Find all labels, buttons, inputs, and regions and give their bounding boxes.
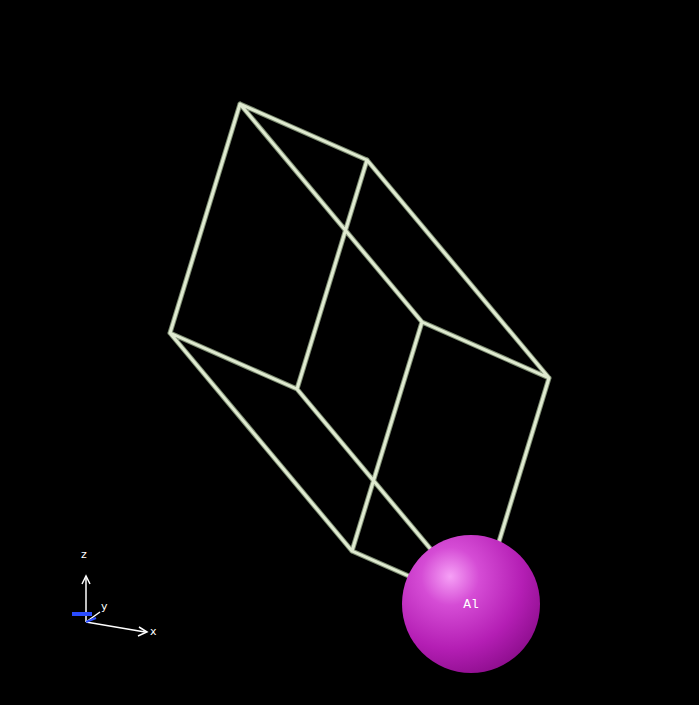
atom-sphere: Al: [402, 535, 540, 673]
axis-label: z: [81, 548, 87, 561]
axis-label: x: [150, 625, 157, 638]
axis-triad: [72, 576, 147, 636]
axis-label: y: [101, 600, 108, 613]
atom-label: Al: [463, 597, 479, 612]
